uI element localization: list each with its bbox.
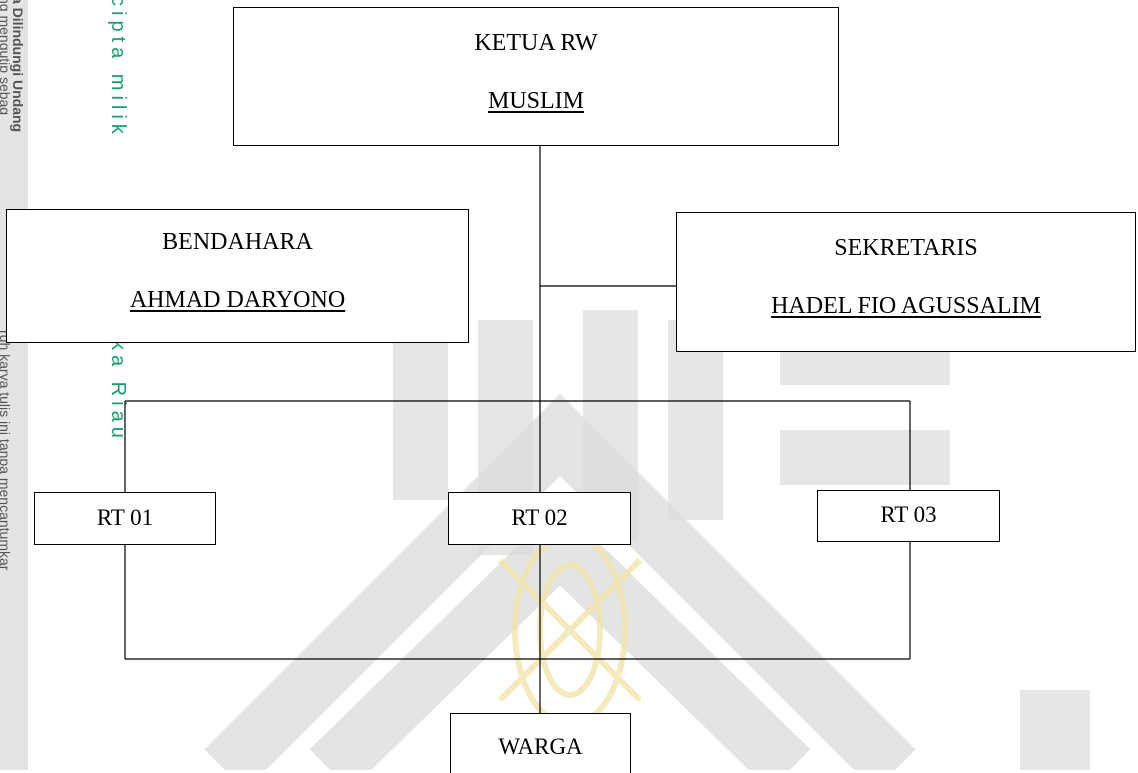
rt-01-box: RT 01: [34, 492, 216, 545]
warga-label: WARGA: [498, 734, 583, 759]
ketua-role: KETUA RW: [474, 30, 598, 56]
ketua-name: MUSLIM: [487, 88, 584, 114]
bendahara-name: AHMAD DARYONO: [129, 287, 346, 313]
bendahara-role: BENDAHARA: [162, 229, 313, 255]
ketua-rw-box: KETUA RW MUSLIM: [233, 7, 839, 146]
sekretaris-box: SEKRETARIS HADEL FIO AGUSSALIM: [676, 212, 1136, 352]
rt-03-label: RT 03: [880, 502, 937, 527]
rt-01-label: RT 01: [96, 505, 154, 530]
rt-03-box: RT 03: [817, 490, 1000, 542]
warga-box: WARGA: [450, 713, 631, 773]
sekretaris-name: HADEL FIO AGUSSALIM: [771, 293, 1041, 319]
rt-02-label: RT 02: [511, 505, 568, 530]
rt-02-box: RT 02: [448, 492, 631, 545]
bendahara-box: BENDAHARA AHMAD DARYONO: [6, 209, 469, 343]
sekretaris-role: SEKRETARIS: [834, 235, 978, 261]
left-margin-strip: [0, 0, 28, 770]
